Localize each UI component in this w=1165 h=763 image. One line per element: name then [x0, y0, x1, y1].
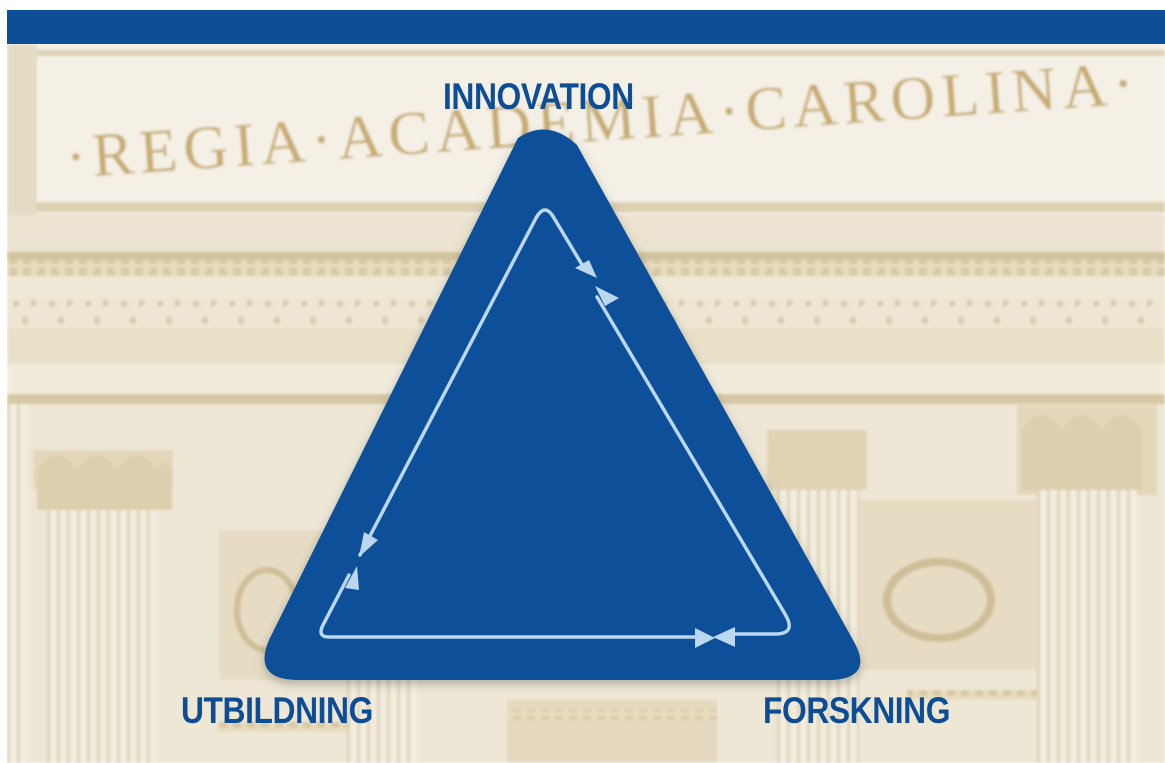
header-bar — [7, 10, 1165, 44]
arrow-innovation-to-forskning-path — [358, 208, 586, 557]
arrow-forskning-to-utbildning-path — [595, 295, 791, 636]
arrowhead-utbildning-bottom — [713, 627, 735, 647]
label-utbildning: UTBILDNING — [181, 690, 373, 731]
building-facade-background: ·REGIA·ACADEMIA·CAROLINA· — [7, 10, 1165, 763]
arrow-heads — [345, 260, 735, 648]
arrowhead-utbildning-in — [359, 532, 378, 557]
column-right — [1017, 405, 1157, 763]
facade-illustration: ·REGIA·ACADEMIA·CAROLINA· — [7, 10, 1165, 763]
arrowhead-forskning-in — [575, 260, 597, 278]
arrowhead-innovation-in — [595, 286, 619, 306]
label-forskning: FORSKNING — [763, 690, 951, 731]
arrow-utbildning-to-innovation-path — [319, 573, 697, 639]
cycle-arrows — [319, 208, 791, 639]
arrowhead-forskning-bottom — [695, 628, 715, 648]
column-left — [33, 450, 173, 763]
triangle-shape — [264, 129, 861, 680]
arrowhead-left-corner — [345, 566, 359, 590]
triangle-diagram — [264, 129, 861, 680]
label-innovation: INNOVATION — [443, 76, 634, 117]
